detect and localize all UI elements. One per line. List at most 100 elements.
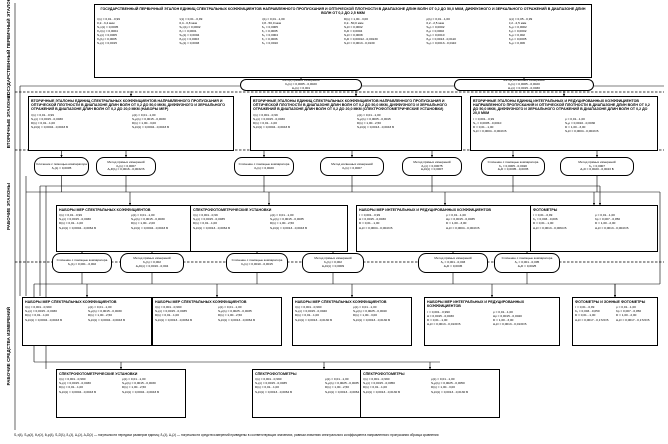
method-accuracy-value: δ₀(λ) = 0,0020 bbox=[254, 165, 274, 170]
parameter-value: ρ(λ) = 0,01...1,00 bbox=[132, 112, 156, 117]
parameter-value: τ(λ) = 0,001...0,990 bbox=[59, 377, 86, 382]
working-method-oval-title: Сличение с помощью компаратора bbox=[56, 258, 108, 263]
zone-label-working: РАБОЧИЕ ЭТАЛОНЫ bbox=[1, 150, 15, 262]
parameter-value: θ₀ρ = 0,0002 bbox=[508, 28, 527, 33]
parameter-value: τ(λ) = 0,001...0,99 bbox=[253, 112, 278, 117]
parameter-value: D = 1,00...2,00 bbox=[595, 221, 616, 226]
instrument-box-title: ФОТОМЕТРЫ И ЗОННЫЕ ФОТОМЕТРЫ bbox=[575, 299, 646, 304]
parameter-value: D(λ) = 1,00...3,00 bbox=[353, 313, 377, 318]
parameter-value: D(λ) = 0,01...1,00 bbox=[363, 385, 387, 390]
method-accuracy-value: δ₀ = 0,0005...0,0020 bbox=[498, 163, 528, 168]
method-accuracy-value: δ₀ = 0,0007 bbox=[589, 163, 605, 168]
secondary-standard-box-title: ВТОРИЧНЫЕ ЭТАЛОНЫ ЕДИНИЦ СПЕКТРАЛЬНЫХ КО… bbox=[253, 98, 448, 112]
secondary-method-oval-title: Метод прямых измерений bbox=[107, 159, 145, 164]
parameter-value: S₀ρ = 0,0002 bbox=[426, 24, 445, 29]
parameter-value: S₀D(λ) = 0,0004...0,0043 Б bbox=[31, 125, 69, 130]
parameter-value: D = 1,00...3,00 bbox=[565, 125, 586, 130]
secondary-method-oval-title: Сличение с помощью компаратора bbox=[36, 161, 87, 166]
instrument-box: НАБОРЫ МЕР ИНТЕГРАЛЬНЫХ И РЕДУЦИРОВАННЫХ… bbox=[424, 297, 560, 346]
parameter-value: S₀ρ(λ) = 0,0025...0,0040 bbox=[353, 309, 387, 314]
method-accuracy-value: δ₀(λ) = 0,001...0,002 bbox=[67, 262, 97, 266]
parameter-value: S₀D(λ) = 0,0013...0,0064 Б bbox=[255, 389, 293, 394]
parameter-value: θ₀ρ = 0,0005 bbox=[508, 37, 527, 42]
parameter-value: 0,2...2,5 мкм bbox=[426, 20, 444, 25]
parameter-value: S₀D(λ) = 0,0013...0,0064 Б bbox=[325, 389, 363, 394]
parameter-value: δ₀ = 0,003...0,050 bbox=[575, 309, 600, 314]
secondary-method-oval-title: Сличение с помощью компаратора bbox=[238, 161, 290, 166]
parameter-value: ρ = 0,01...1,00 bbox=[493, 309, 513, 314]
parameter-value: τ = 0,001...0,990 bbox=[427, 309, 450, 314]
parameter-value: S₀D(λ) = 0,0013...0,0064 Б bbox=[218, 317, 256, 322]
secondary-method-oval-title: Метод прямых измерений bbox=[413, 159, 451, 164]
parameter-value: S₀(λ) = 0,0015 bbox=[97, 41, 117, 46]
method-accuracy-value: δ₀ = 0,001...0,003 bbox=[440, 260, 466, 265]
parameter-value: τ = 0,001...0,99 bbox=[473, 117, 495, 122]
primary-method-oval-title: Метод прямых измерений bbox=[282, 79, 320, 83]
method-accuracy-value: δ₀(λ) = 0,002 bbox=[143, 260, 161, 265]
secondary-standard-box: ВТОРИЧНЫЕ ЭТАЛОНЫ ЕДИНИЦ СПЕКТРАЛЬНЫХ КО… bbox=[250, 96, 462, 151]
method-accuracy-value: Δ₀D = 0,0005...0,0035 bbox=[497, 167, 529, 172]
parameter-value: ρ(λ) = 0,01...1,00 bbox=[218, 305, 242, 310]
secondary-method-oval-title: Метод косвенных измерений bbox=[331, 161, 373, 166]
secondary-standard-box: ВТОРИЧНЫЕ ЭТАЛОНЫ ЕДИНИЦ ИНТЕГРАЛЬНЫХ И … bbox=[470, 96, 658, 151]
parameter-value: S₀(λ) = 0,0015...0,0030 bbox=[59, 217, 91, 222]
parameter-value: δρ = 0,007...0,050 bbox=[616, 309, 642, 314]
parameter-value: S₀ = 0,0010 bbox=[261, 41, 278, 46]
parameter-value: Δ₀D = 0,0004...0,0043 Б bbox=[446, 225, 480, 230]
zone-label-text: ВТОРИЧНЫЕ ЭТАЛОНЫ bbox=[5, 93, 11, 149]
parameter-value: D = 1,00...2,00 bbox=[616, 313, 637, 318]
method-accuracy-value: δ₀(λ) = 0,0005...0,0020 bbox=[508, 82, 540, 87]
parameter-value: S₀D(λ) = 0,0013...0,0043 Б bbox=[270, 225, 308, 230]
secondary-standard-box: ВТОРИЧНЫЕ ЭТАЛОНЫ ЕДИНИЦ СПЕКТРАЛЬНЫХ КО… bbox=[28, 96, 234, 151]
parameter-value: D(λ) = 1,00...3,00 bbox=[344, 16, 368, 21]
parameter-value: τ = 0,01...0,99 bbox=[533, 213, 553, 218]
method-accuracy-value: δ₀(λ) = 0,0007 bbox=[116, 163, 136, 168]
parameter-value: S₀D = 0,0008 bbox=[344, 32, 363, 37]
parameter-value: D(λ) = 0,01...1,00 bbox=[59, 385, 83, 390]
parameter-value: Δ₀D = 0,0017...0,1720 Б bbox=[616, 317, 650, 322]
parameter-value: ρ(λ) = 0,01...1,00 bbox=[431, 377, 455, 382]
parameter-value: D(λ) = 1,00...2,50 bbox=[270, 221, 294, 226]
parameter-value: 0,8...50,0 мкм bbox=[261, 20, 282, 25]
parameter-value: S₀(λ) = 0,0015...0,0030 bbox=[59, 381, 91, 386]
parameter-value: τ(λ) = 0,001...0,990 bbox=[155, 305, 182, 310]
parameter-value: S₀ = 0,0005...0,0010 bbox=[473, 121, 502, 126]
parameter-value: S₀τ(λ) = 0,0005 bbox=[97, 24, 119, 29]
parameter-value: D = 1,00...3,00 bbox=[493, 317, 514, 322]
parameter-value: ρ(λ) = 0,01...1,00 bbox=[131, 213, 155, 218]
parameter-value: θ₀ = 0,0006 bbox=[261, 37, 278, 42]
parameter-value: θ₀ = 0,0005 bbox=[261, 28, 278, 33]
parameter-value: S₀(λ) = 0,0015...0,0035 bbox=[193, 217, 225, 222]
parameter-value: S₀(λ) = 0,0015...0,0035 bbox=[155, 309, 187, 314]
parameter-value: Δ₀D = 0,0013...0,0043 Б bbox=[595, 225, 629, 230]
parameter-value: S₀D = 0,0004...0,0043 Б bbox=[473, 129, 507, 134]
parameter-value: S₀D = 0,0013...0,0130 bbox=[344, 41, 375, 46]
parameter-value: D(λ) = 1,00...2,00 bbox=[131, 221, 155, 226]
parameter-value: S₀D(λ) = 0,0004...0,0043 Б bbox=[132, 125, 170, 130]
parameter-value: ρ(λ) = 0,05...0,99 bbox=[508, 16, 533, 21]
parameter-value: S₀(λ) = 0,0015...0,0030 bbox=[25, 309, 57, 314]
parameter-value: S₀D(λ) = 0,0004...0,0043 Б bbox=[122, 389, 160, 394]
parameter-value: θ₀D = 0,00012...0,00130 bbox=[344, 37, 378, 42]
parameter-value: D(λ) = 0,01...1,00 bbox=[25, 313, 49, 318]
zone-label-instruments: РАБОЧИЕ СРЕДСТВА ИЗМЕРЕНИЙ bbox=[1, 262, 15, 430]
parameter-value: D(λ) = 1,00...2,50 bbox=[122, 385, 146, 390]
parameter-value: S₀ρ(λ) = 0,0015...0,0035 bbox=[270, 217, 304, 222]
parameter-value: ρ(λ) = 0,01...1,00 bbox=[88, 305, 112, 310]
parameter-value: S₀D(λ) = 0,0004...0,0043 Б bbox=[253, 125, 291, 130]
method-accuracy-value: Δ₀D(λ) = 0,0009 bbox=[321, 263, 345, 268]
parameter-value: θ₀D = 0,0004 bbox=[344, 28, 363, 33]
parameter-value: S₀D(λ) = 0,0013...0,0064 Б bbox=[193, 225, 231, 230]
instrument-box-title: СПЕКТРОФОТОМЕТРЫ bbox=[255, 371, 297, 376]
parameter-value: S₀(λ) = 0,0015...0,0030 bbox=[31, 116, 63, 121]
parameter-value: S₀D(λ) = 0,0013...0,0043 Б bbox=[357, 125, 395, 130]
parameter-value: τ(λ) = 0,01...0,99 bbox=[59, 213, 82, 218]
